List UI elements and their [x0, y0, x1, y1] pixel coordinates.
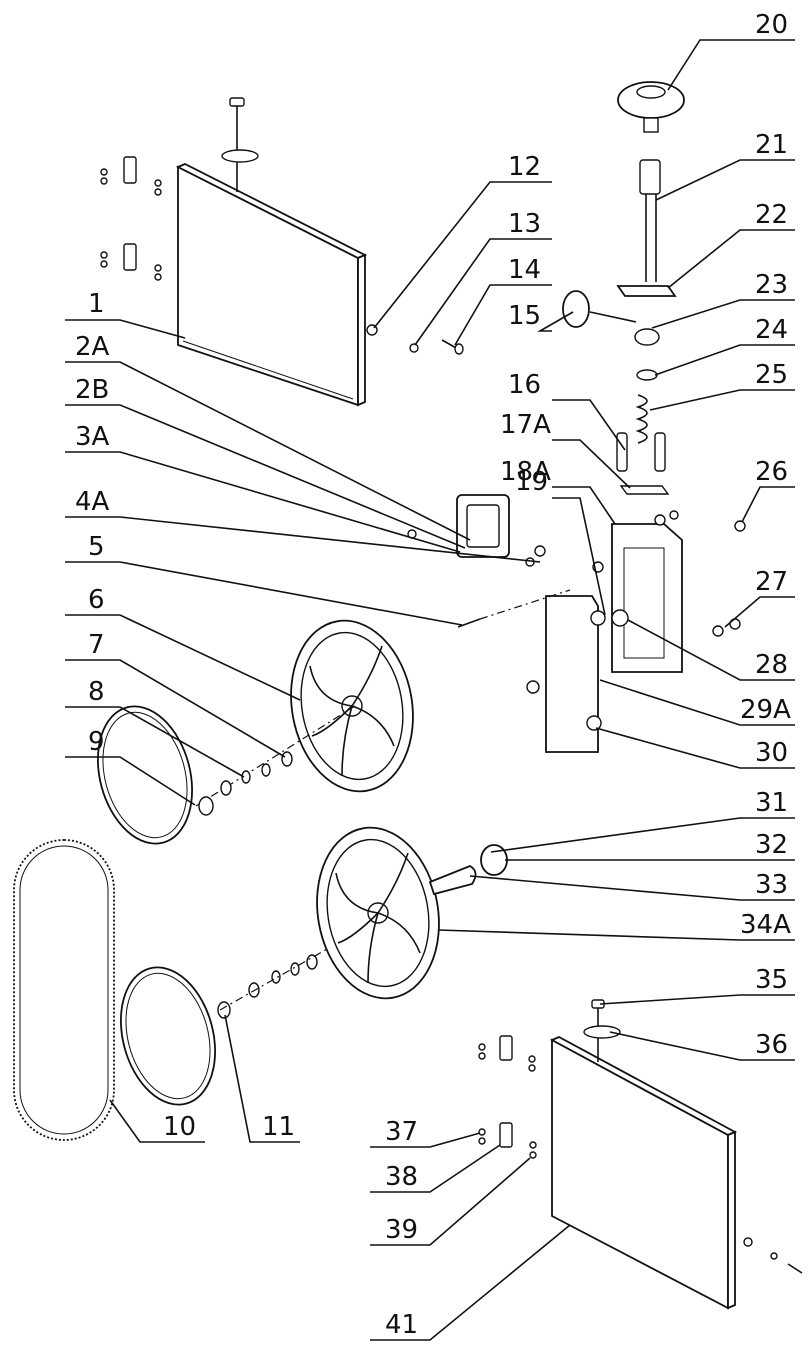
- callout-label-41: 41: [385, 1310, 418, 1340]
- callout-label-39: 39: [385, 1215, 418, 1245]
- lower-door-part: [478, 999, 803, 1310]
- callout-label-26: 26: [755, 457, 788, 487]
- callout-label-25: 25: [755, 360, 788, 390]
- callout-label-18A: 18A: [500, 457, 551, 487]
- door-fasteners-part: [366, 324, 464, 355]
- upper-tire-part: [97, 705, 193, 845]
- tension-knob-assembly: [562, 81, 685, 444]
- callout-label-16: 16: [508, 370, 541, 400]
- callout-label-1: 1: [88, 289, 105, 319]
- callout-label-34A: 34A: [740, 910, 791, 940]
- callout-label-19: 19: [515, 467, 548, 497]
- bearing-rings-upper: [198, 751, 293, 816]
- band-saw-blade-part: [13, 839, 115, 1141]
- callout-label-24: 24: [755, 315, 788, 345]
- callout-label-29A: 29A: [740, 695, 791, 725]
- pulley-part: [428, 844, 508, 896]
- upper-tire-inner: [102, 711, 188, 839]
- callout-label-10: 10: [163, 1112, 196, 1142]
- callout-label-8: 8: [88, 677, 105, 707]
- callout-label-20: 20: [755, 10, 788, 40]
- leader-lines: [65, 39, 795, 1341]
- callout-label-17A: 17A: [500, 410, 551, 440]
- callout-label-14: 14: [508, 255, 541, 285]
- callout-label-5: 5: [88, 532, 105, 562]
- callout-label-11: 11: [262, 1112, 295, 1142]
- callout-label-12: 12: [508, 152, 541, 182]
- lower-tire-inner: [125, 972, 211, 1100]
- callout-label-21: 21: [755, 130, 788, 160]
- callout-label-2B: 2B: [75, 375, 109, 405]
- callout-label-31: 31: [755, 788, 788, 818]
- callout-label-35: 35: [755, 965, 788, 995]
- callout-label-6: 6: [88, 585, 105, 615]
- callout-label-13: 13: [508, 209, 541, 239]
- lower-wheel-part: [316, 826, 440, 1000]
- callout-label-38: 38: [385, 1162, 418, 1192]
- callout-label-22: 22: [755, 200, 788, 230]
- band-saw-blade-inner: [19, 845, 109, 1135]
- upper-wheel-bracket-part: [407, 432, 746, 753]
- lower-tire-part: [120, 966, 216, 1106]
- callout-label-15: 15: [508, 301, 541, 331]
- upper-wheel-part: [195, 619, 414, 807]
- callout-label-4A: 4A: [75, 487, 110, 517]
- callout-labels: 1 2A 2B 3A 4A 5 6 7 8 9 10 11 12 13 14 1…: [75, 10, 791, 1340]
- callout-label-28: 28: [755, 650, 788, 680]
- callout-label-37: 37: [385, 1117, 418, 1147]
- callout-label-23: 23: [755, 270, 788, 300]
- callout-label-30: 30: [755, 738, 788, 768]
- callout-label-7: 7: [88, 630, 105, 660]
- callout-label-33: 33: [755, 870, 788, 900]
- callout-label-3A: 3A: [75, 422, 110, 452]
- callout-label-27: 27: [755, 567, 788, 597]
- callout-label-2A: 2A: [75, 332, 110, 362]
- callout-label-9: 9: [88, 727, 105, 757]
- callout-label-32: 32: [755, 830, 788, 860]
- upper-door-part: [100, 97, 368, 407]
- callout-label-36: 36: [755, 1030, 788, 1060]
